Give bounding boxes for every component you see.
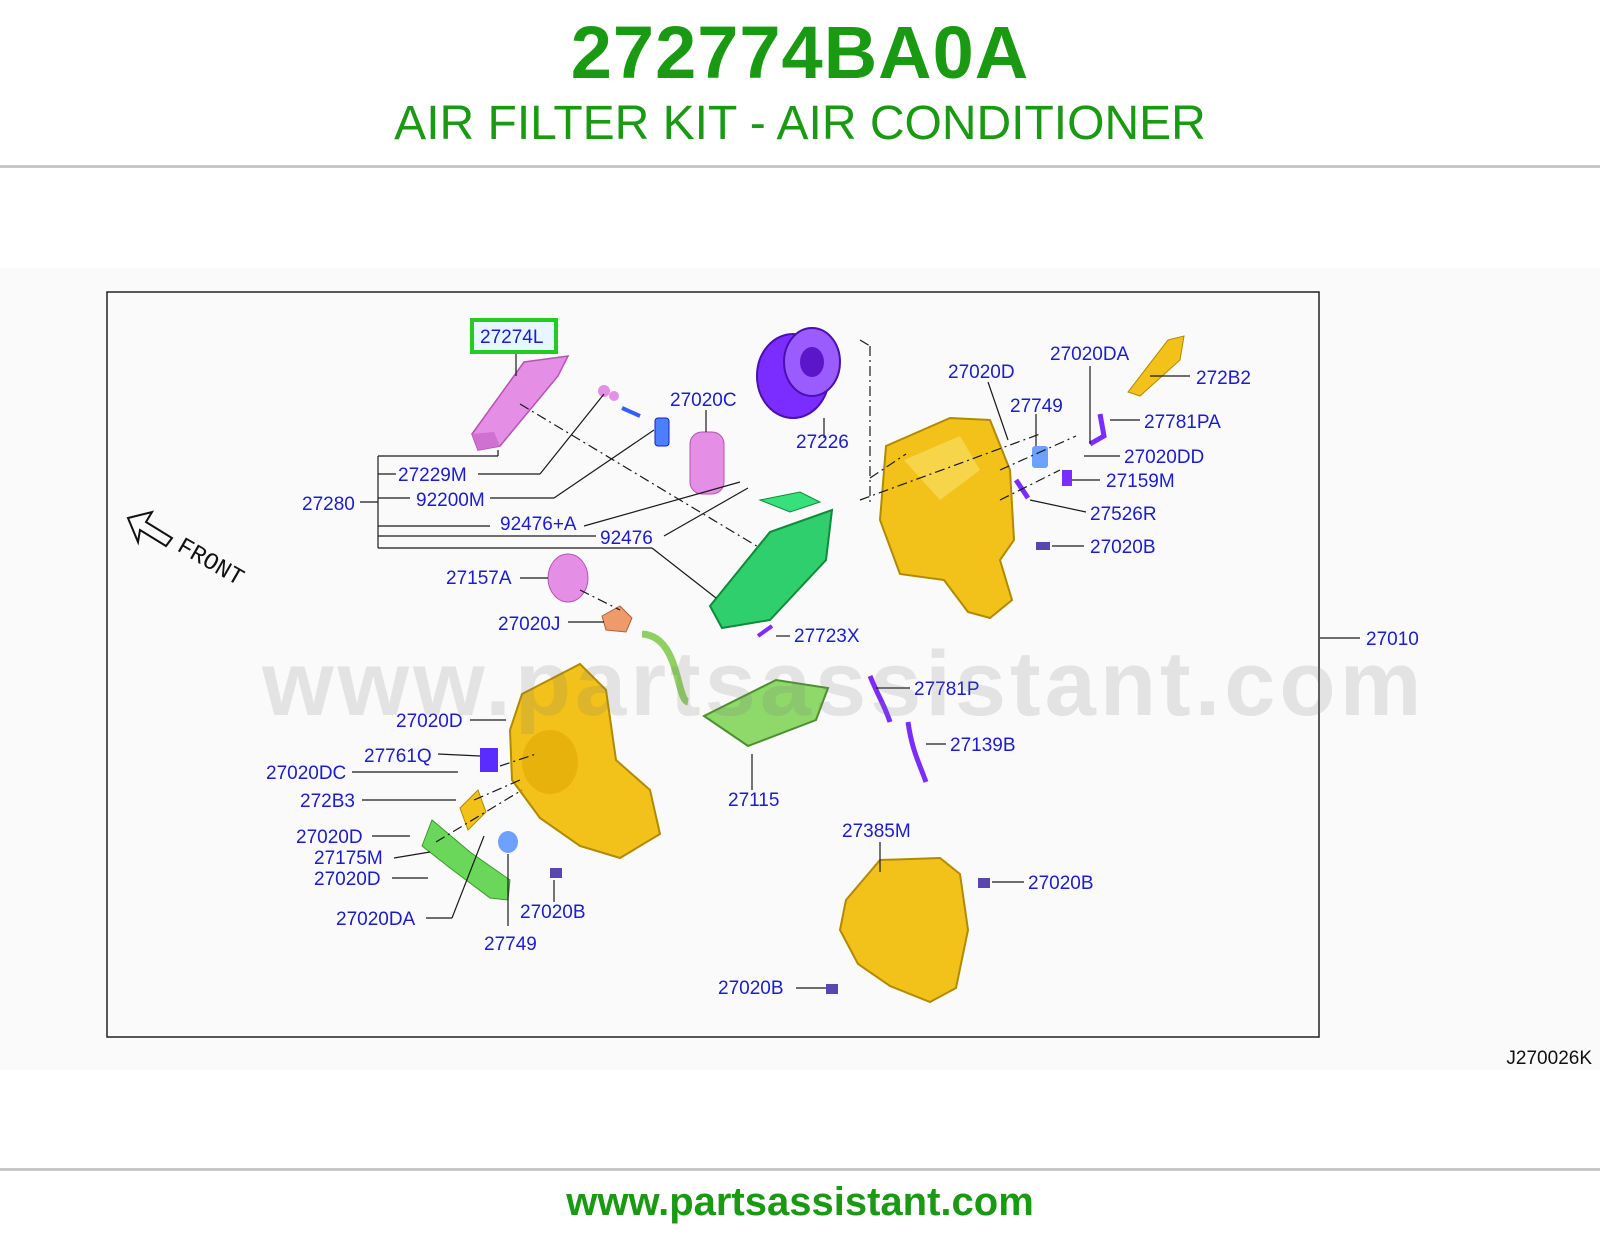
callout-27020b-bottom[interactable]: 27020B bbox=[718, 978, 784, 999]
callout-27280[interactable]: 27280 bbox=[302, 494, 355, 515]
footer-divider bbox=[0, 1168, 1600, 1171]
watermark-text: www.partsassistant.com bbox=[262, 633, 1426, 735]
footer-website-link[interactable]: www.partsassistant.com bbox=[566, 1180, 1034, 1224]
housing-face bbox=[904, 436, 980, 500]
reference-code: J270026K bbox=[1506, 1048, 1592, 1069]
pad-27020b-lower-part[interactable] bbox=[550, 868, 562, 878]
callout-92476a[interactable]: 92476+A bbox=[500, 514, 577, 535]
callout-27749-lower[interactable]: 27749 bbox=[484, 934, 537, 955]
callout-27781p[interactable]: 27781P bbox=[914, 679, 980, 700]
callout-92476[interactable]: 92476 bbox=[600, 528, 653, 549]
callout-27159m[interactable]: 27159M bbox=[1106, 471, 1175, 492]
front-arrow-icon bbox=[126, 510, 174, 548]
callout-27781pa[interactable]: 27781PA bbox=[1144, 412, 1221, 433]
pad-27020b-part[interactable] bbox=[1036, 542, 1050, 550]
callout-27020d-left[interactable]: 27020D bbox=[296, 827, 363, 848]
callout-27761q[interactable]: 27761Q bbox=[364, 746, 432, 767]
callout-27010[interactable]: 27010 bbox=[1366, 629, 1419, 650]
callout-27020b-upper[interactable]: 27020B bbox=[1090, 537, 1156, 558]
highlighted-callout-box[interactable] bbox=[470, 318, 558, 354]
hvac-housing-lower-part[interactable] bbox=[508, 662, 662, 860]
callout-27229m[interactable]: 27229M bbox=[398, 465, 467, 486]
seal-27020c-part[interactable] bbox=[689, 431, 725, 495]
cover-27020j-part[interactable] bbox=[601, 605, 633, 633]
callout-27020dc[interactable]: 27020DC bbox=[266, 763, 346, 784]
blower-hub bbox=[800, 347, 824, 377]
callout-272b2[interactable]: 272B2 bbox=[1196, 368, 1251, 389]
page-header: 272774BA0A AIR FILTER KIT - AIR CONDITIO… bbox=[0, 0, 1600, 170]
duct-272b2-part[interactable] bbox=[1127, 335, 1185, 397]
clip-27229m-part[interactable] bbox=[598, 385, 610, 397]
callout-272b3[interactable]: 272B3 bbox=[300, 791, 355, 812]
sensor-27723x-part[interactable] bbox=[756, 624, 774, 638]
duct-27175m-part[interactable] bbox=[421, 819, 511, 901]
heater-pipe bbox=[641, 630, 690, 706]
callout-27175m[interactable]: 27175M bbox=[314, 848, 383, 869]
callout-27385m[interactable]: 27385M bbox=[842, 821, 911, 842]
callout-27274l[interactable]: 27274L bbox=[480, 327, 543, 348]
callout-92200m[interactable]: 92200M bbox=[416, 490, 485, 511]
part-description-title: AIR FILTER KIT - AIR CONDITIONER bbox=[394, 97, 1206, 150]
callout-27020b-right[interactable]: 27020B bbox=[1028, 873, 1094, 894]
callout-27723x[interactable]: 27723X bbox=[794, 626, 860, 647]
clip-part bbox=[609, 391, 619, 401]
housing-blower-opening bbox=[522, 730, 578, 794]
callout-27139b[interactable]: 27139B bbox=[950, 735, 1016, 756]
door-272b3-part[interactable] bbox=[459, 789, 487, 831]
hose-27781p-part[interactable] bbox=[867, 675, 893, 723]
callout-27749-upper[interactable]: 27749 bbox=[1010, 396, 1063, 417]
callout-27020d-bottom[interactable]: 27020D bbox=[314, 869, 381, 890]
hose-27139b-part[interactable] bbox=[905, 721, 929, 783]
actuator-27749-part[interactable] bbox=[1032, 446, 1048, 468]
evaporator-pipe bbox=[758, 491, 822, 513]
callout-27226[interactable]: 27226 bbox=[796, 432, 849, 453]
callout-27115[interactable]: 27115 bbox=[728, 790, 779, 811]
evaporator-core-part[interactable] bbox=[708, 508, 834, 630]
pad-27020b-right-part[interactable] bbox=[978, 878, 990, 888]
motor-27761q-part[interactable] bbox=[480, 748, 498, 772]
callout-27020j[interactable]: 27020J bbox=[498, 614, 560, 635]
pad-27020b-bottom-part[interactable] bbox=[826, 984, 838, 994]
filter-edge bbox=[472, 432, 500, 450]
front-label: FRONT bbox=[172, 534, 248, 593]
heater-core-part[interactable] bbox=[702, 678, 830, 748]
callout-27526r[interactable]: 27526R bbox=[1090, 504, 1157, 525]
callout-27020d-upper[interactable]: 27020D bbox=[948, 362, 1015, 383]
screw-92200m-part[interactable] bbox=[621, 406, 641, 418]
part-number-title: 272774BA0A bbox=[570, 11, 1030, 94]
leader-lines bbox=[352, 350, 1360, 989]
callout-27020b-lower[interactable]: 27020B bbox=[520, 902, 586, 923]
distribution-housing-part[interactable] bbox=[838, 856, 970, 1004]
callout-27020dd[interactable]: 27020DD bbox=[1124, 447, 1204, 468]
callout-27020da-upper[interactable]: 27020DA bbox=[1050, 344, 1130, 365]
motor-27159m-part[interactable] bbox=[1062, 470, 1072, 486]
header-divider bbox=[0, 165, 1600, 168]
callout-27020c[interactable]: 27020C bbox=[670, 390, 737, 411]
diagram-frame bbox=[106, 291, 1320, 1038]
link-27781pa-part[interactable] bbox=[1088, 413, 1107, 447]
callout-27020d-lower[interactable]: 27020D bbox=[396, 711, 463, 732]
callout-27157a[interactable]: 27157A bbox=[446, 568, 512, 589]
callout-27020da-lower[interactable]: 27020DA bbox=[336, 909, 416, 930]
cover-part[interactable] bbox=[654, 417, 670, 447]
dash-lines bbox=[435, 339, 1077, 843]
actuator-27749b-part[interactable] bbox=[498, 831, 518, 853]
seal-27157a-part[interactable] bbox=[547, 553, 589, 603]
